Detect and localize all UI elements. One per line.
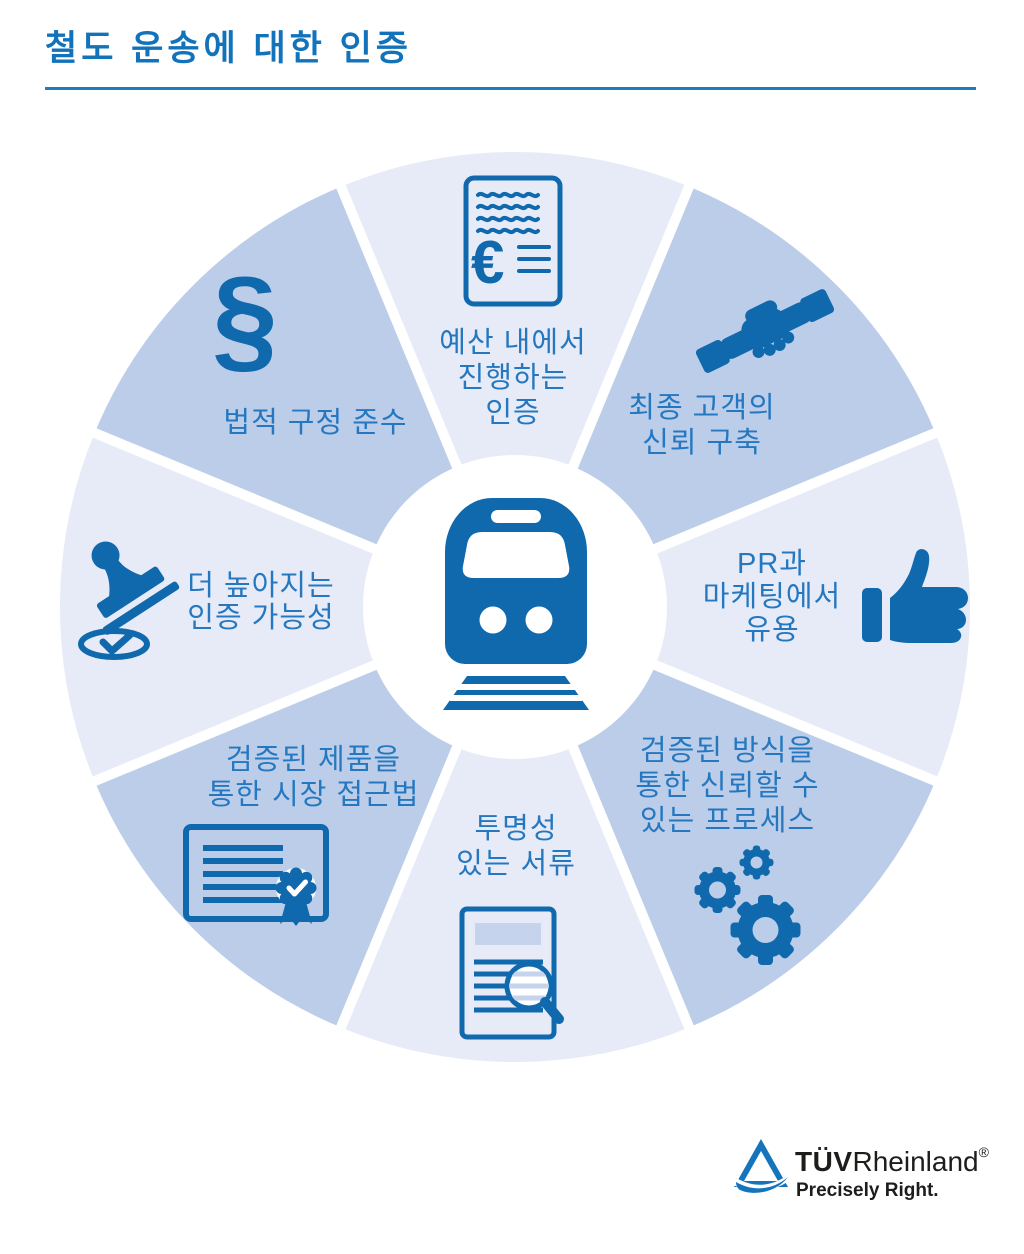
tuv-rheinland-logo: TÜVRheinland® Precisely Right. [733,1136,993,1208]
euro-symbol: € [471,229,504,296]
label-line: 인증 가능성 [187,602,335,634]
segment-label-certification-likelihood: 더 높아지는 인증 가능성 [141,570,381,634]
label-line: 검증된 제품을 [225,744,402,776]
label-line: 있는 서류 [456,848,576,880]
stamp-icon [72,532,182,662]
gears-icon [690,840,805,966]
title-underline [45,87,976,90]
certificate-icon [183,824,331,932]
thumbs-up-icon [860,546,972,646]
label-line: 최종 고객의 [628,392,776,424]
registered-mark: ® [978,1144,989,1160]
label-line: 더 높아지는 [187,570,335,602]
handshake-icon [695,285,835,377]
segment-label-legal-compliance: 법적 구정 준수 [173,406,458,441]
segmented-wheel [50,142,980,1072]
document-magnifier-icon [459,906,564,1040]
brand-tagline: Precisely Right. [796,1180,939,1201]
segment-label-market-access: 검증된 제품을 통한 시장 접근법 [171,743,456,813]
label-line: 투명성 [474,813,558,845]
wheel-segment-certification-likelihood [50,426,520,788]
brand-tuv: TÜV [795,1146,853,1177]
segment-label-transparent-documents: 투명성 있는 서류 [396,812,636,882]
label-line: 신뢰 구축 [642,427,762,459]
section-sign-icon: § [212,253,278,385]
segment-label-end-customer-trust: 최종 고객의 신뢰 구축 [572,391,832,461]
euro-document-icon: € [463,175,563,307]
label-line: 인증 [485,397,541,429]
label-line: 통한 신뢰할 수 [635,770,820,802]
wheel-segment-pr-marketing [510,426,980,788]
label-line: 있는 프로세스 [639,805,816,837]
label-line: PR과 [737,548,807,580]
label-line: 통한 시장 접근법 [207,779,420,811]
brand-name: TÜVRheinland® [795,1144,989,1178]
segment-label-reliable-process: 검증된 방식을 통한 신뢰할 수 있는 프로세스 [595,734,860,839]
wheel-segment-transparent-documents [334,602,696,1072]
page-title: 철도 운송에 대한 인증 [45,29,412,68]
label-line: 유용 [744,614,800,646]
label-line: 법적 구정 준수 [223,407,408,439]
train-icon [430,496,602,714]
segment-label-pr-marketing: PR과 마케팅에서 유용 [652,548,892,647]
brand-rheinland: Rheinland [852,1146,979,1177]
label-line: 마케팅에서 [702,581,842,613]
label-line: 진행하는 [457,362,569,394]
label-line: 검증된 방식을 [639,735,816,767]
segment-label-budget: 예산 내에서 진행하는 인증 [383,326,643,431]
label-line: 예산 내에서 [439,327,587,359]
tuv-triangle-icon [733,1139,789,1193]
wheel-segment-budget [334,142,696,612]
